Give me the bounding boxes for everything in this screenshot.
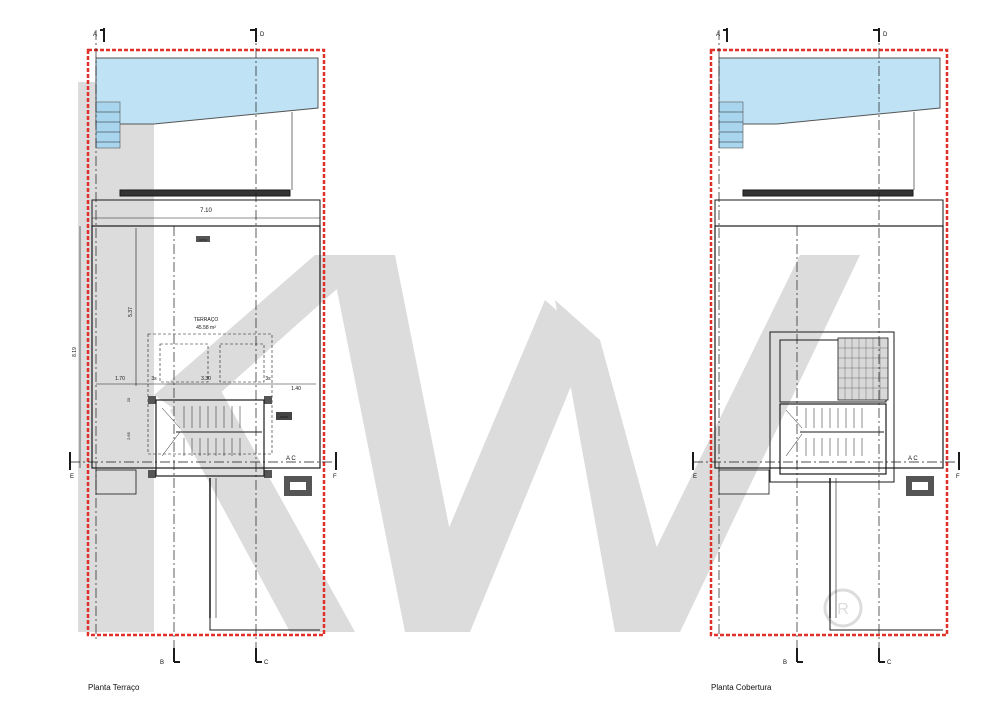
room-name: TERRAÇO — [194, 317, 219, 323]
dim-left: 1.70 — [115, 376, 125, 382]
section-label-a: A — [716, 32, 720, 38]
section-label-e: E — [70, 474, 74, 480]
stair-treads — [785, 408, 884, 457]
column — [264, 396, 272, 404]
terrace-outline — [91, 225, 321, 469]
tag-label: C8.52 — [280, 415, 288, 419]
section-label-d: D — [883, 32, 888, 38]
dim-small-v: 20 — [126, 397, 131, 402]
solar-panel-grid — [838, 338, 888, 400]
section-label-ac: A C — [908, 456, 918, 462]
lower-wall — [829, 618, 943, 631]
section-label-b: B — [160, 660, 164, 666]
tag-label: C8.52 — [199, 238, 207, 242]
pool-steps — [718, 101, 744, 149]
section-label-e: E — [693, 474, 697, 480]
section-marker-b — [796, 648, 803, 663]
dim-right: 1.40 — [291, 386, 301, 392]
section-label-c: C — [887, 660, 892, 666]
room-area: 45.58 m² — [196, 325, 216, 331]
dim-upper: 5.37 — [128, 307, 134, 317]
section-label-c: C — [264, 660, 269, 666]
section-label-f: F — [956, 474, 960, 480]
lower-wall — [209, 618, 320, 631]
section-marker-d — [873, 28, 880, 42]
chimney-opening — [912, 482, 928, 490]
section-label-d: D — [260, 32, 265, 38]
plan-caption-roof: Planta Cobertura — [711, 683, 772, 692]
pool-edge-wall — [119, 189, 291, 197]
section-marker-d — [250, 28, 257, 42]
section-marker-b — [173, 648, 180, 663]
stair-treads — [161, 406, 262, 457]
watermark-k-lower-leg — [170, 380, 355, 632]
dim-post-right: 3s — [265, 376, 271, 382]
stair-head-box — [769, 331, 895, 483]
column — [148, 470, 156, 478]
pool-edge-wall — [742, 189, 914, 197]
tag-box — [276, 412, 292, 420]
section-marker-a — [100, 28, 105, 42]
watermark-registered-letter: R — [837, 601, 849, 618]
chimney-opening — [290, 482, 306, 490]
plan-terrace: 7.10 C8.52 5.37 TERRAÇO 45.58 m² 8.19 1.… — [69, 28, 337, 666]
watermark-w-stroke-1 — [330, 255, 470, 632]
parapet-band — [714, 199, 944, 227]
watermark-w-stroke-4 — [615, 255, 860, 632]
plan-caption-terrace: Planta Terraço — [88, 683, 140, 692]
stair-enclosure — [155, 399, 265, 477]
dim-post-left: 3s — [151, 376, 157, 382]
tag-box — [196, 236, 210, 242]
dim-lower: 2.65 — [126, 431, 131, 440]
dim-mid: 3.30 — [201, 376, 211, 382]
watermark-w-stroke-3 — [555, 300, 680, 632]
plan-roof: A D B C E F A C — [692, 28, 960, 666]
column — [148, 396, 156, 404]
pool-steps — [95, 101, 121, 149]
property-boundary — [86, 48, 326, 637]
dashed-skylight-right — [219, 343, 265, 383]
dashed-planter — [147, 333, 273, 455]
kw-watermark: R — [78, 82, 863, 632]
section-label-a: A — [93, 32, 97, 38]
section-marker-a — [723, 28, 728, 42]
dim-width-total: 7.10 — [200, 208, 212, 214]
dim-depth: 8.19 — [72, 347, 78, 357]
section-marker-c — [255, 648, 262, 663]
watermark-w-stroke-2 — [405, 300, 590, 632]
watermark-k-stem — [78, 82, 154, 632]
dashed-skylight-left — [159, 343, 209, 383]
watermark-registered-mark — [823, 588, 863, 628]
property-boundary — [709, 48, 949, 637]
column — [264, 470, 272, 478]
stair-enclosure — [779, 403, 887, 475]
section-label-b: B — [783, 660, 787, 666]
solar-panel — [837, 337, 889, 401]
section-label-f: F — [333, 474, 337, 480]
section-label-ac: A C — [286, 456, 296, 462]
pool — [95, 57, 319, 125]
roof-outline — [714, 225, 944, 469]
pool — [718, 57, 941, 125]
section-marker-c — [878, 648, 885, 663]
